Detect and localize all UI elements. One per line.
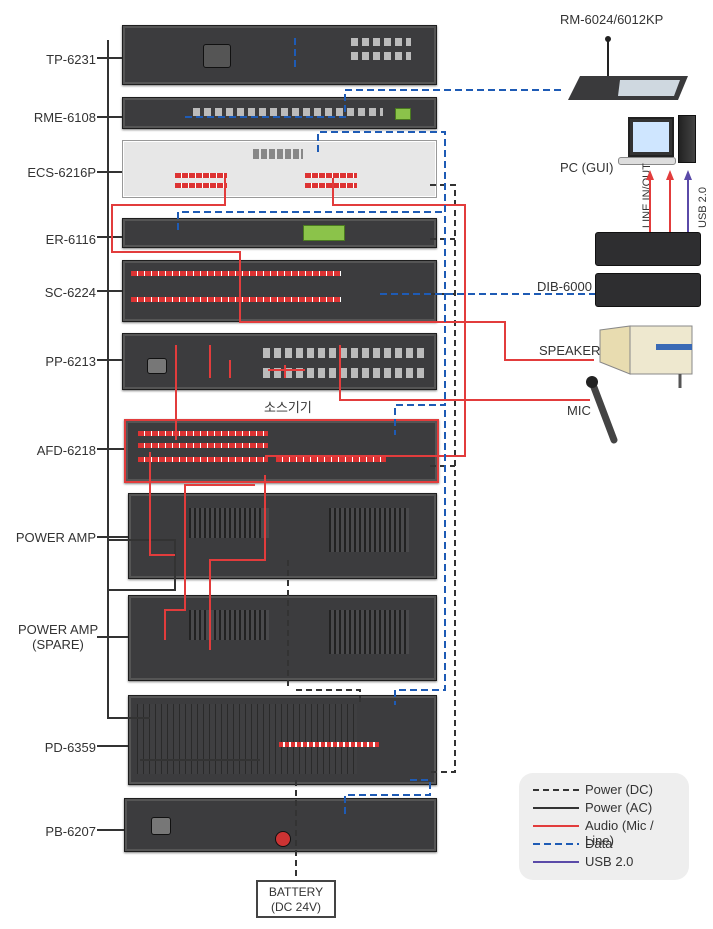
pb-battery-terminal [275, 831, 291, 847]
label-pc: PC (GUI) [560, 160, 614, 175]
legend-item-ac: Power (AC) [533, 800, 683, 816]
unit-pp-6213 [122, 333, 437, 390]
amp-spare-vent-2 [329, 610, 409, 654]
legend-item-dc: Power (DC) [533, 782, 683, 798]
amp-vent-2 [329, 508, 409, 552]
label-power-amp-spare: POWER AMP (SPARE) [18, 622, 98, 652]
afd-audio-row-4 [276, 457, 386, 462]
pc-keyboard [618, 157, 676, 165]
tp-ports-bottom [351, 52, 411, 60]
battery-label: BATTERY [268, 885, 324, 899]
pb-ac-inlet [151, 817, 171, 835]
legend-label-data: Data [585, 836, 613, 851]
legend-label-ac: Power (AC) [585, 800, 653, 815]
label-speaker: SPEAKER [539, 343, 601, 358]
unit-sc-6224 [122, 260, 437, 322]
legend-item-audio: Audio (Mic / Line) [533, 818, 683, 848]
label-sc-6224: SC-6224 [44, 285, 96, 300]
er-terminal [303, 225, 345, 241]
speaker-device [599, 325, 693, 388]
label-mic: MIC [567, 403, 591, 418]
unit-rme-6108 [122, 97, 437, 129]
audio-arrows [646, 170, 674, 180]
tp-ac-inlet [203, 44, 231, 68]
pc-tower [678, 115, 696, 163]
pp-ports-top [263, 348, 428, 358]
unit-ecs-6216p [122, 140, 437, 198]
ecs-ports [253, 149, 303, 159]
ecs-audio-1 [175, 173, 227, 178]
pd-breakers [137, 704, 357, 774]
ecs-audio-2 [175, 183, 227, 188]
audio-lines [111, 178, 671, 650]
legend-item-data: Data [533, 836, 683, 852]
label-ecs-6216p: ECS-6216P [27, 165, 96, 180]
afd-audio-row-2 [138, 443, 268, 448]
dib-bottom-unit [595, 273, 701, 307]
tp-ports-top [351, 38, 411, 46]
label-power-amp: POWER AMP [15, 530, 96, 545]
ecs-audio-3 [305, 173, 357, 178]
ecs-audio-4 [305, 183, 357, 188]
unit-er-6116 [122, 218, 437, 248]
sc-audio-row-1 [131, 271, 341, 276]
label-pd-6359: PD-6359 [44, 740, 96, 755]
legend-label-audio: Audio (Mic / Line) [585, 818, 654, 848]
pc-monitor [628, 117, 674, 157]
label-dib-6000: DIB-6000 [537, 279, 592, 294]
unit-tp-6231 [122, 25, 437, 85]
pd-outputs [279, 742, 379, 747]
label-power-amp-spare-line1: POWER AMP [18, 622, 99, 637]
legend-item-usb: USB 2.0 [533, 854, 683, 870]
label-er-6116: ER-6116 [45, 232, 96, 247]
legend-label-dc: Power (DC) [585, 782, 653, 797]
label-rme-6108: RME-6108 [33, 110, 96, 125]
unit-pb-6207 [124, 798, 437, 852]
rme-ports [193, 108, 383, 116]
data-lines [177, 38, 595, 815]
afd-audio-row-3 [138, 457, 268, 462]
label-source-device: 소스기기 [264, 400, 312, 415]
label-pb-6207: PB-6207 [45, 824, 96, 839]
label-tp-6231: TP-6231 [46, 52, 96, 67]
usb-arrow [684, 170, 692, 180]
amp-vent-1 [189, 508, 269, 538]
legend: Power (DC) Power (AC) Audio (Mic / Line)… [519, 773, 689, 880]
unit-pd-6359 [128, 695, 437, 785]
rme-terminal [395, 108, 411, 120]
label-rm-6024: RM-6024/6012KP [560, 12, 664, 27]
sc-audio-row-2 [131, 297, 341, 302]
mic-device [586, 376, 618, 444]
ac-power-lines [97, 40, 260, 831]
label-power-amp-spare-line2: (SPARE) [32, 637, 84, 652]
dib-top-unit [595, 232, 701, 266]
dc-power-lines [287, 184, 456, 880]
afd-audio-row-1 [138, 431, 268, 436]
pp-ports-bottom [263, 368, 428, 378]
pp-ac-inlet [147, 358, 167, 374]
label-afd-6218: AFD-6218 [36, 443, 96, 458]
label-pp-6213: PP-6213 [45, 354, 96, 369]
battery-box: BATTERY (DC 24V) [256, 880, 336, 918]
remote-mic-device [568, 36, 688, 100]
legend-label-usb: USB 2.0 [585, 854, 634, 869]
battery-voltage: (DC 24V) [270, 900, 321, 914]
unit-power-amp [128, 493, 437, 579]
amp-spare-vent-1 [189, 610, 269, 640]
